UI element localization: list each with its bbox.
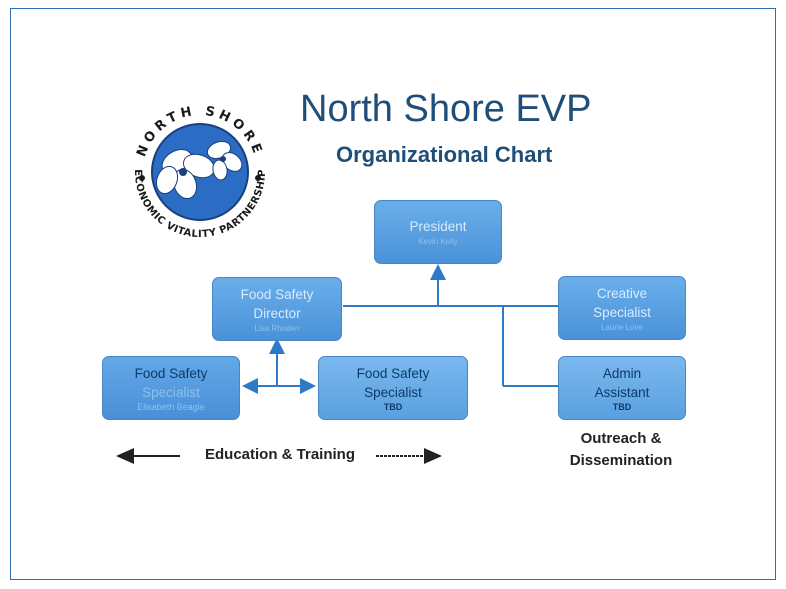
hibiscus-flower-icon — [155, 140, 243, 200]
creative-title-line1: Creative — [596, 285, 648, 301]
director-name: Lisa Rhoden — [254, 323, 300, 333]
label-outreach-line2: Dissemination — [569, 452, 673, 469]
box-food-safety-specialist-tbd: Food Safety Specialist TBD — [318, 356, 468, 420]
president-title: President — [409, 219, 467, 234]
admin-title-line2: Assistant — [594, 384, 650, 400]
page-title: North Shore EVP — [300, 88, 592, 130]
director-title-line1: Food Safety — [240, 286, 314, 302]
admin-title-line1: Admin — [602, 365, 642, 381]
box-food-safety-specialist-left: Food Safety Specialist Elisabeth Beagle — [102, 356, 240, 420]
north-shore-logo: NORTH SHORE ECONOMIC VITALITY PARTNERSHI… — [132, 104, 268, 240]
specialist-tbd-name: TBD — [383, 401, 403, 412]
label-education-training: Education & Training — [204, 446, 355, 463]
page-subtitle: Organizational Chart — [336, 142, 553, 167]
label-outreach-line1: Outreach & — [580, 430, 662, 447]
specialist-left-name: Elisabeth Beagle — [137, 401, 205, 412]
admin-name: TBD — [612, 401, 632, 412]
box-creative-specialist: Creative Specialist Laurie Love — [558, 276, 686, 340]
specialist-left-title-line2: Specialist — [142, 384, 200, 400]
box-president: President Kevin Kelly — [374, 200, 502, 264]
specialist-tbd-title-line2: Specialist — [364, 384, 422, 400]
creative-title-line2: Specialist — [593, 304, 651, 320]
box-admin-assistant: Admin Assistant TBD — [558, 356, 686, 420]
creative-name: Laurie Love — [601, 322, 643, 332]
president-name: Kevin Kelly — [418, 237, 458, 246]
box-food-safety-director: Food Safety Director Lisa Rhoden — [212, 277, 342, 341]
director-title-line2: Director — [253, 305, 301, 321]
specialist-left-title-line1: Food Safety — [134, 365, 208, 381]
specialist-tbd-title-line1: Food Safety — [356, 365, 430, 381]
